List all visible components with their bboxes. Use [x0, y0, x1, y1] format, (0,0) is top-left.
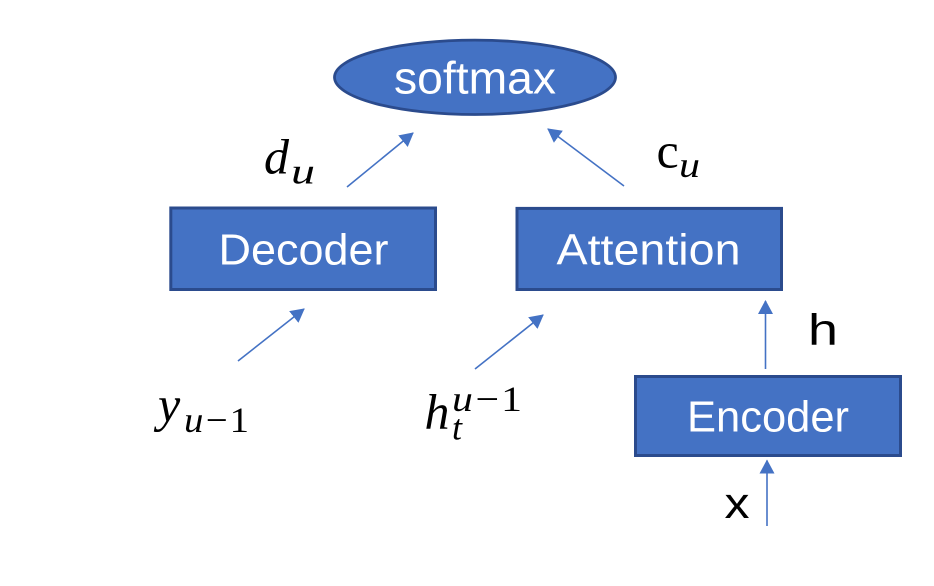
svg-text:h: h	[425, 384, 450, 440]
svg-text:h: h	[808, 306, 838, 355]
svg-text:c: c	[657, 123, 679, 179]
svg-text:Attention: Attention	[557, 226, 741, 275]
svg-text:softmax: softmax	[394, 53, 557, 104]
svg-text:d: d	[264, 129, 290, 185]
svg-text:y: y	[153, 377, 181, 433]
svg-text:Decoder: Decoder	[219, 226, 389, 275]
svg-text:u−1: u−1	[184, 400, 249, 440]
svg-text:u−1: u−1	[452, 379, 522, 419]
svg-text:u: u	[291, 152, 315, 192]
svg-text:Encoder: Encoder	[687, 393, 849, 442]
svg-text:x: x	[725, 479, 750, 528]
svg-text:u: u	[679, 145, 700, 185]
svg-text:t: t	[452, 408, 463, 448]
